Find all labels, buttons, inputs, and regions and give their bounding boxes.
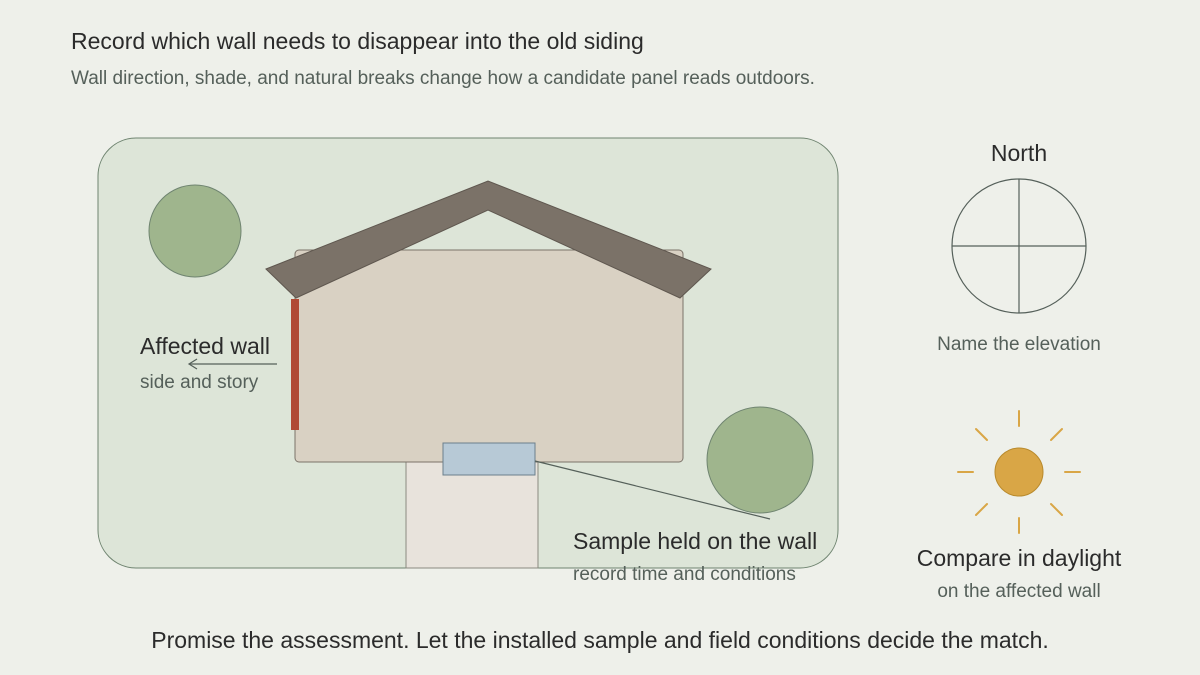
affected-wall-sublabel: side and story — [140, 372, 259, 393]
compass-icon — [951, 178, 1087, 314]
daylight-sublabel: on the affected wall — [937, 581, 1100, 602]
tree-icon — [706, 406, 814, 514]
daylight-label: Compare in daylight — [917, 545, 1122, 571]
page-title: Record which wall needs to disappear int… — [71, 28, 644, 54]
sun-icon — [957, 410, 1081, 534]
tree-icon — [148, 184, 242, 278]
sample-label: Sample held on the wall — [573, 528, 817, 554]
affected-wall-arrowhead — [187, 358, 198, 370]
sample-sublabel: record time and conditions — [573, 564, 796, 585]
front-path — [405, 461, 539, 569]
sample-leader-line — [534, 460, 771, 520]
compass-label: North — [991, 140, 1047, 166]
page-subtitle: Wall direction, shade, and natural break… — [71, 68, 815, 89]
compass-caption: Name the elevation — [937, 334, 1101, 355]
house-body — [294, 249, 684, 463]
house-roof — [265, 180, 712, 299]
affected-wall-label: Affected wall — [140, 333, 270, 359]
sample-panel — [442, 442, 536, 476]
footer-note: Promise the assessment. Let the installe… — [151, 627, 1049, 653]
affected-wall-marker — [291, 299, 299, 430]
